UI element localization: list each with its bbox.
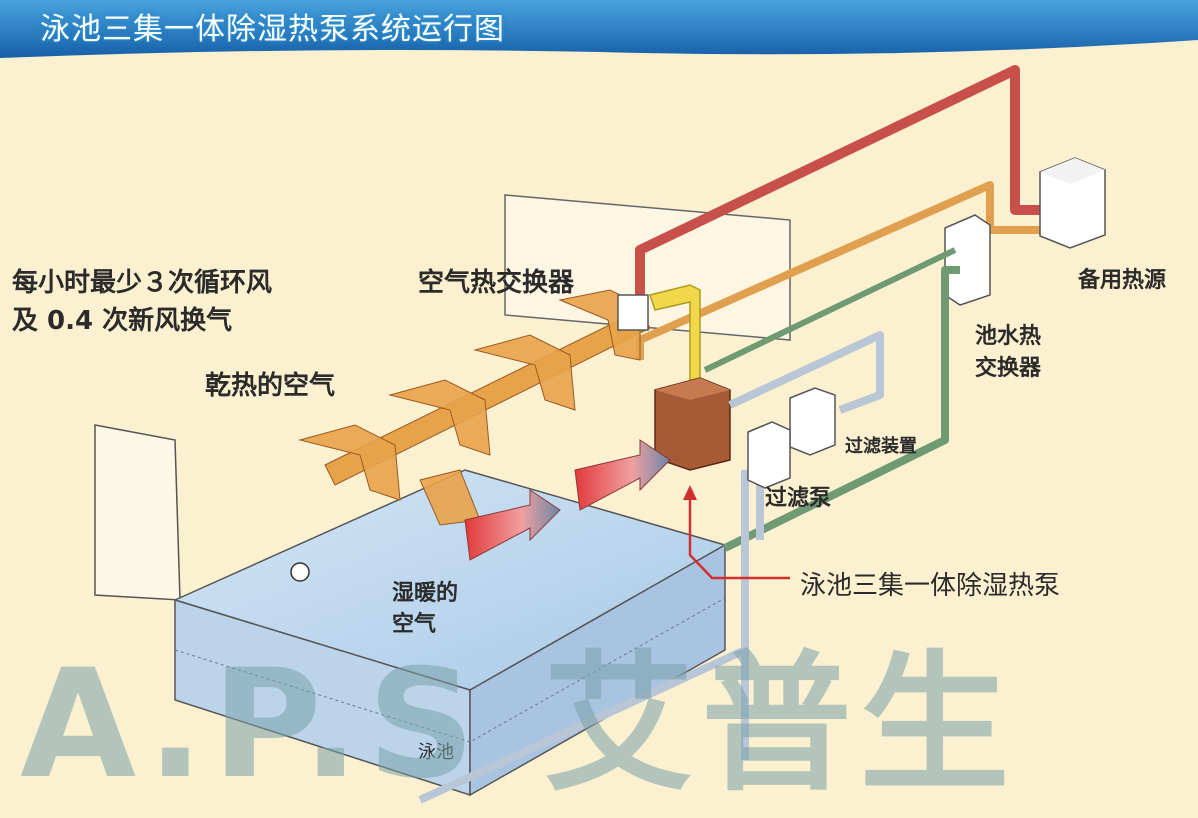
air-exchanger-fitting <box>617 294 649 331</box>
air-heat-exchanger-label: 空气热交换器 <box>418 268 575 298</box>
circulation-label-line1: 每小时最少３次循环风 <box>12 268 273 298</box>
pool-return-pipe <box>723 266 960 552</box>
pool-label: 泳池 <box>418 742 454 763</box>
pool-water-exchanger-label-line2: 交换器 <box>975 356 1042 381</box>
pool-water-exchanger <box>944 214 991 306</box>
circulation-label-line2: 及 0.4 次新风换气 <box>12 306 233 336</box>
backup-heat-source-box <box>1039 157 1106 249</box>
filter-device-label: 过滤装置 <box>845 436 917 457</box>
filter-device-box <box>789 387 836 456</box>
heat-pump-leader <box>688 492 790 580</box>
wet-warm-air-label-line2: 空气 <box>392 612 437 637</box>
pool-basin <box>172 469 727 797</box>
pool-water-exchanger-label-line1: 池水热 <box>975 324 1042 349</box>
brand-watermark: A.P.S 艾普生 <box>20 638 1018 812</box>
header-band <box>0 0 1198 58</box>
hot-water-pipe <box>635 65 1045 305</box>
heat-pump-leader-arrow <box>683 485 697 500</box>
page-title: 泳池三集一体除湿热泵系统运行图 <box>40 12 505 47</box>
heat-pump-unit <box>654 377 731 471</box>
filter-label: 过滤泵 <box>765 486 832 511</box>
dry-hot-air-label: 乾热的空气 <box>205 371 336 401</box>
backup-heat-source-label: 备用热源 <box>1078 268 1167 293</box>
wet-warm-air-label-line1: 湿暖的 <box>392 581 459 606</box>
water-bubble <box>290 562 310 582</box>
left-wall <box>94 424 181 601</box>
filter-circuit-pipe <box>418 331 884 804</box>
pool-return-pipe-2 <box>703 247 957 373</box>
filter-box <box>747 421 791 489</box>
humid-air-arrows <box>464 439 671 561</box>
heat-pump-label: 泳池三集一体除湿热泵 <box>800 571 1061 601</box>
